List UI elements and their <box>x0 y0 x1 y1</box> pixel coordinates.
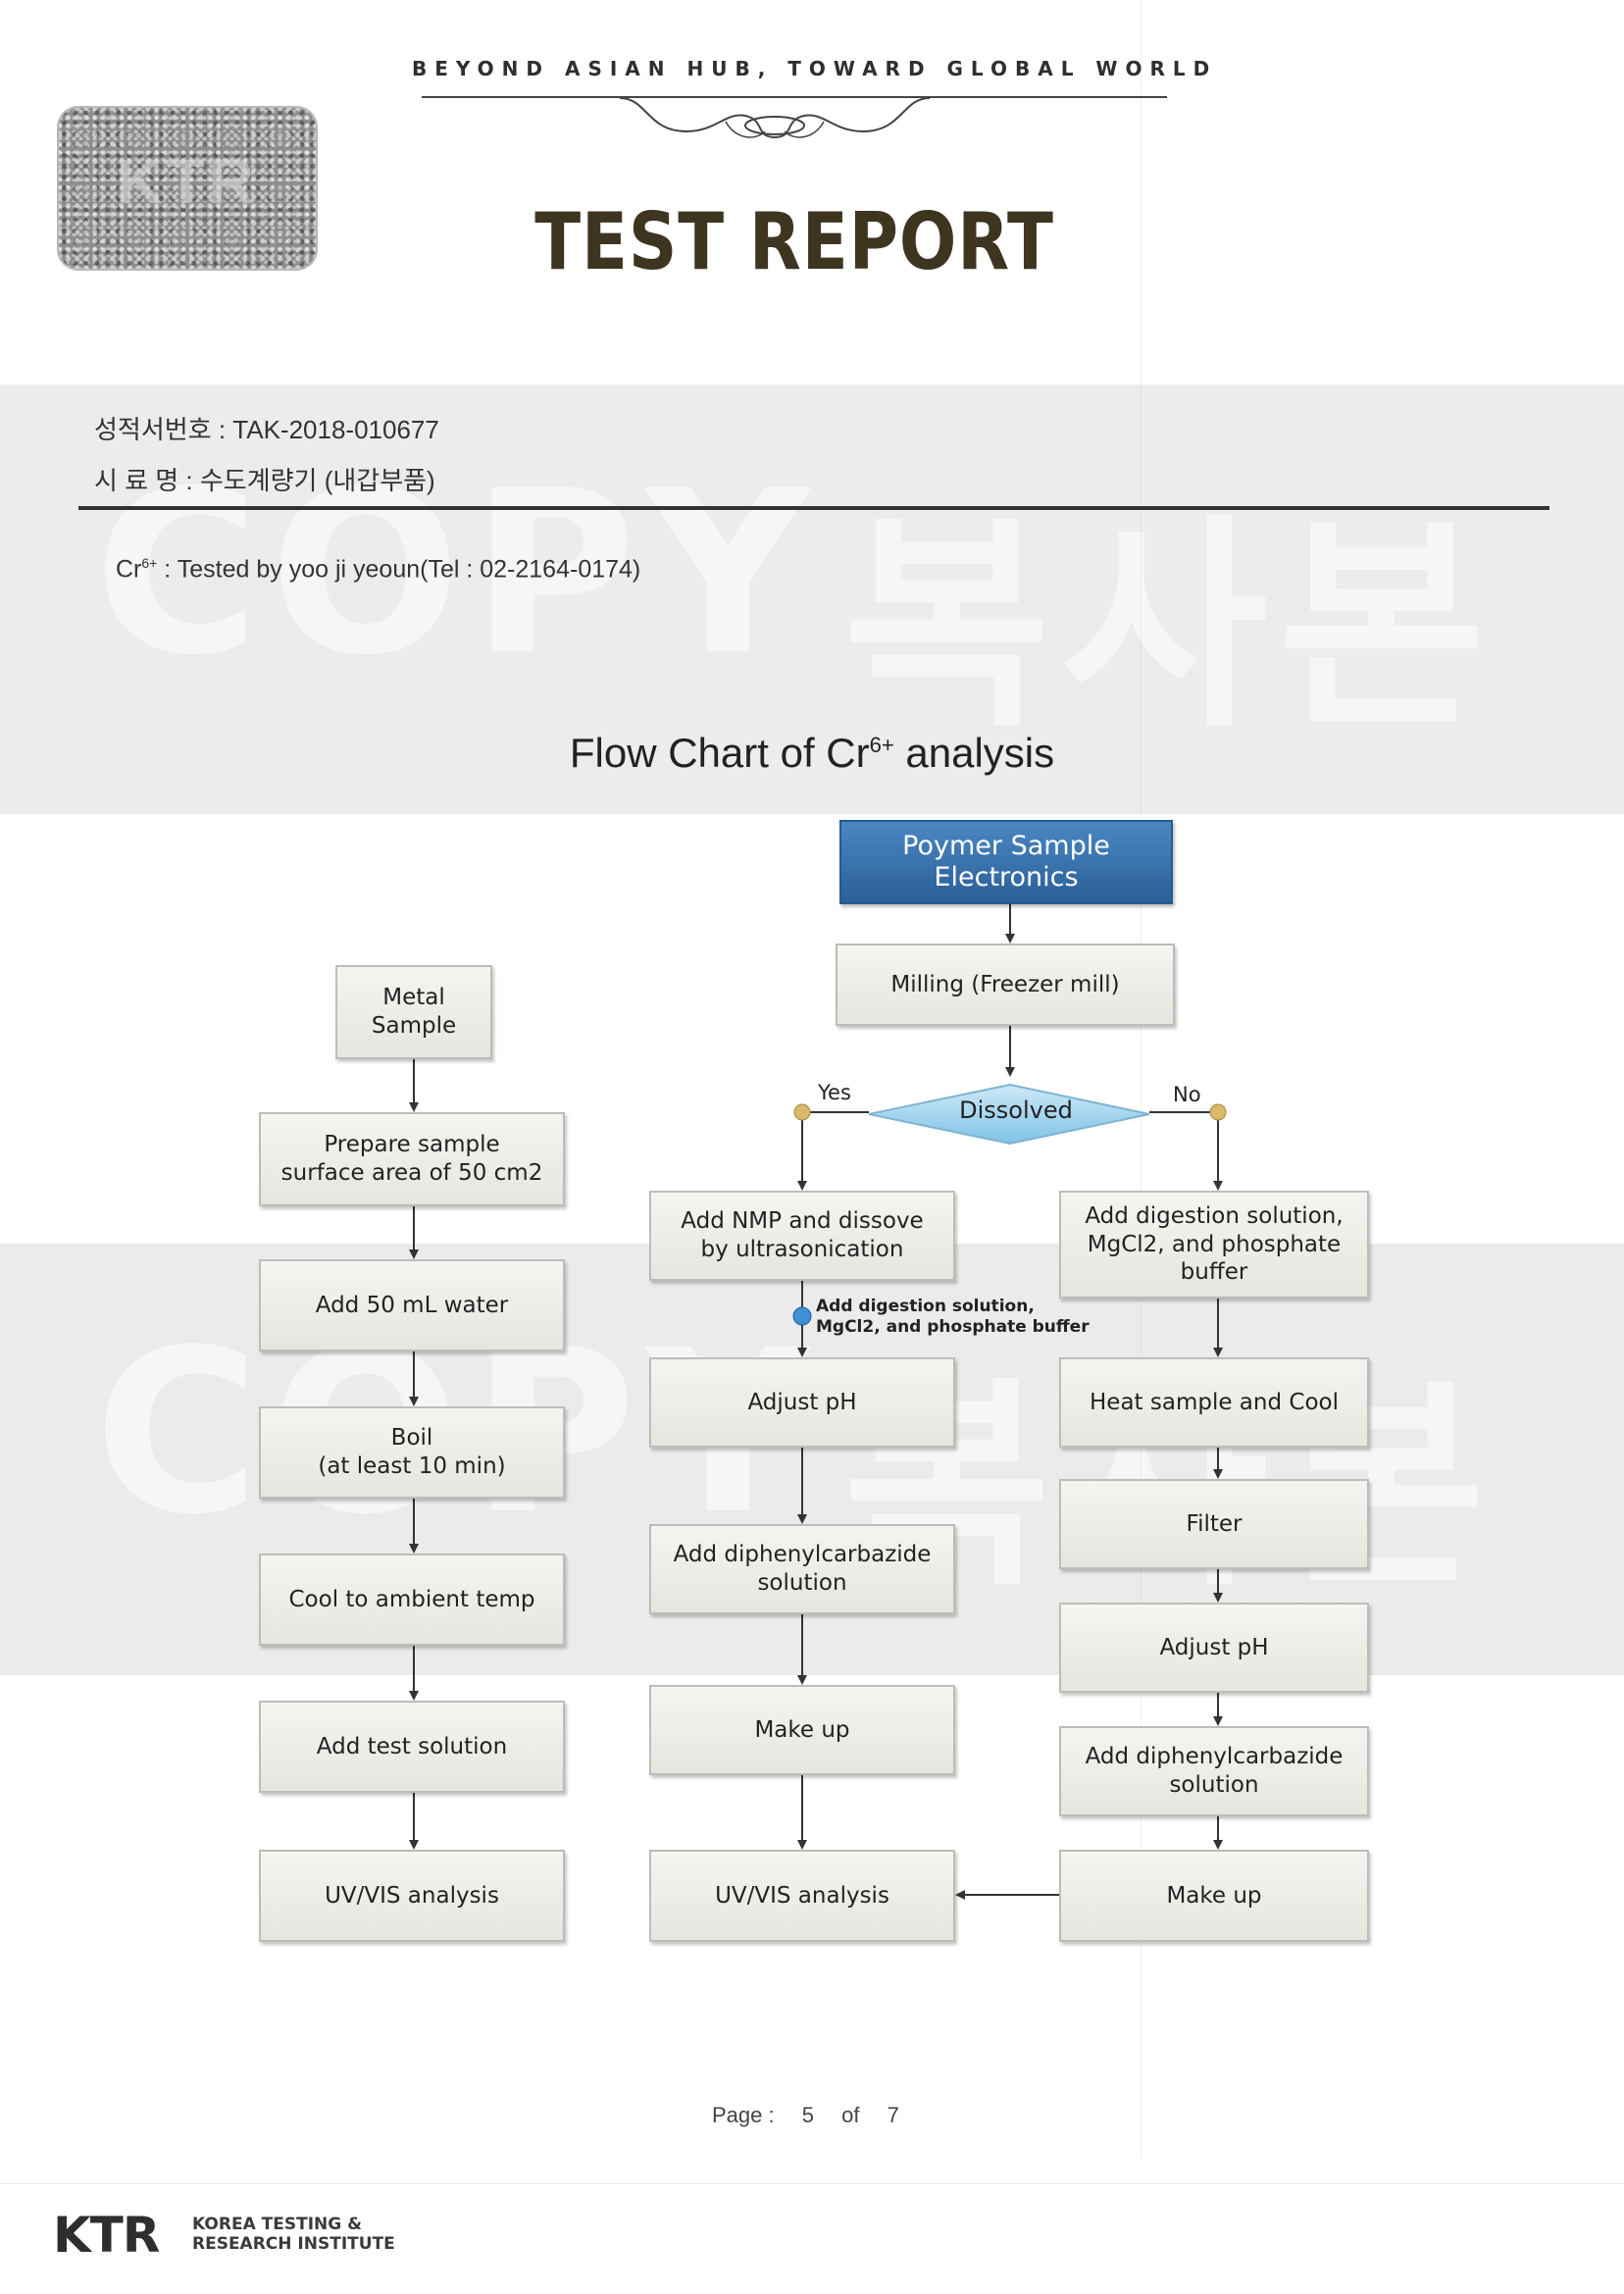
metal-step: Add test solution <box>259 1701 565 1793</box>
tested-element: Cr <box>116 555 142 584</box>
metal-step-text: Add 50 mL water <box>315 1292 509 1318</box>
no-step-text: Make up <box>1166 1882 1262 1909</box>
ornament-flourish <box>619 97 931 139</box>
yes-label: Yes <box>818 1081 851 1104</box>
metal-step-text: UV/VIS analysis <box>325 1882 499 1909</box>
no-step-text: Add diphenylcarbazide solution <box>1085 1744 1344 1798</box>
metal-step-text: Boil (at least 10 min) <box>318 1425 506 1479</box>
step-milling: Milling (Freezer mill) <box>836 943 1175 1026</box>
tested-by-line: Cr6+ : Tested by yoo ji yeoun(Tel : 02-2… <box>116 555 640 584</box>
flowchart-title: Flow Chart of Cr6+ analysis <box>420 730 1204 777</box>
page-total: 7 <box>887 2103 899 2127</box>
sample-name: 시 료 명 : 수도계량기 (내갑부품) <box>94 466 435 495</box>
tagline: BEYOND ASIAN HUB, TOWARD GLOBAL WORLD <box>412 57 1218 80</box>
no-step: Add diphenylcarbazide solution <box>1059 1726 1369 1816</box>
ktr-hologram-seal: KTR <box>57 106 318 271</box>
report-title: TEST REPORT <box>534 196 1054 287</box>
start-metal-sample: Metal Sample <box>335 965 492 1059</box>
start-polymer-sample-text: Poymer Sample Electronics <box>902 830 1110 892</box>
no-step: Adjust pH <box>1059 1603 1369 1693</box>
tested-by-text: : Tested by yoo ji yeoun(Tel : 02-2164-0… <box>157 555 641 584</box>
metal-step-uv-vis: UV/VIS analysis <box>259 1850 565 1942</box>
no-step: Filter <box>1059 1479 1369 1569</box>
yes-step-uv-vis: UV/VIS analysis <box>649 1850 955 1942</box>
ktr-logo: KTR <box>53 2207 160 2264</box>
no-step-make-up: Make up <box>1059 1850 1369 1942</box>
footer-divider <box>0 2183 1624 2184</box>
yes-step-text: Make up <box>754 1716 850 1743</box>
no-step-text: Adjust pH <box>1159 1634 1269 1660</box>
metal-step: Add 50 mL water <box>259 1259 565 1351</box>
metal-step: Boil (at least 10 min) <box>259 1406 565 1499</box>
header-divider <box>78 506 1549 510</box>
metal-step-text: Prepare sample surface area of 50 cm2 <box>280 1132 543 1186</box>
page-of-label: of <box>841 2103 860 2127</box>
metal-step: Prepare sample surface area of 50 cm2 <box>259 1112 565 1206</box>
no-step-text: Heat sample and Cool <box>1090 1389 1339 1415</box>
start-metal-sample-text: Metal Sample <box>371 985 457 1039</box>
no-step-text: Filter <box>1186 1510 1243 1537</box>
seal-text: KTR <box>117 146 258 217</box>
yes-step-text: Add diphenylcarbazide solution <box>673 1542 932 1596</box>
tested-element-charge: 6+ <box>141 555 158 571</box>
report-number: 성적서번호 : TAK-2018-010677 <box>94 415 439 444</box>
page-current: 5 <box>801 2103 814 2127</box>
yes-step-text: UV/VIS analysis <box>715 1882 889 1909</box>
yes-step-text: Adjust pH <box>747 1389 857 1415</box>
start-polymer-sample: Poymer Sample Electronics <box>839 820 1173 904</box>
no-step-text: Add digestion solution, MgCl2, and phosp… <box>1085 1202 1344 1286</box>
branch-note: Add digestion solution, MgCl2, and phosp… <box>816 1297 1090 1338</box>
flowchart-title-prefix: Flow Chart of Cr <box>569 730 870 776</box>
yes-step-text: Add NMP and dissove by ultrasonication <box>681 1208 924 1262</box>
watermark-korean: 복사본 <box>843 496 1496 758</box>
watermark-copy: COPY <box>94 443 820 705</box>
yes-step: Add diphenylcarbazide solution <box>649 1524 955 1614</box>
no-step: Heat sample and Cool <box>1059 1357 1369 1448</box>
watermark-band-top: COPY 복사본 <box>0 384 1624 814</box>
yes-step: Add NMP and dissove by ultrasonication <box>649 1191 955 1281</box>
metal-step-text: Cool to ambient temp <box>288 1586 535 1612</box>
tagline-rule <box>422 96 1167 98</box>
metal-step-text: Add test solution <box>316 1733 508 1759</box>
no-label: No <box>1173 1083 1201 1106</box>
step-milling-text: Milling (Freezer mill) <box>890 971 1120 997</box>
page-number: Page : 5 of 7 <box>712 2103 921 2128</box>
fold-line <box>1141 0 1142 2158</box>
flowchart-title-charge: 6+ <box>869 733 894 757</box>
metal-step: Cool to ambient temp <box>259 1554 565 1646</box>
yes-step: Make up <box>649 1685 955 1775</box>
no-step: Add digestion solution, MgCl2, and phosp… <box>1059 1191 1369 1299</box>
decision-dissolved: Dissolved <box>959 1096 1073 1124</box>
yes-step: Adjust pH <box>649 1357 955 1448</box>
flowchart-title-suffix: analysis <box>893 730 1055 776</box>
institute-name: KOREA TESTING & RESEARCH INSTITUTE <box>192 2215 395 2255</box>
page-label: Page : <box>712 2103 775 2127</box>
